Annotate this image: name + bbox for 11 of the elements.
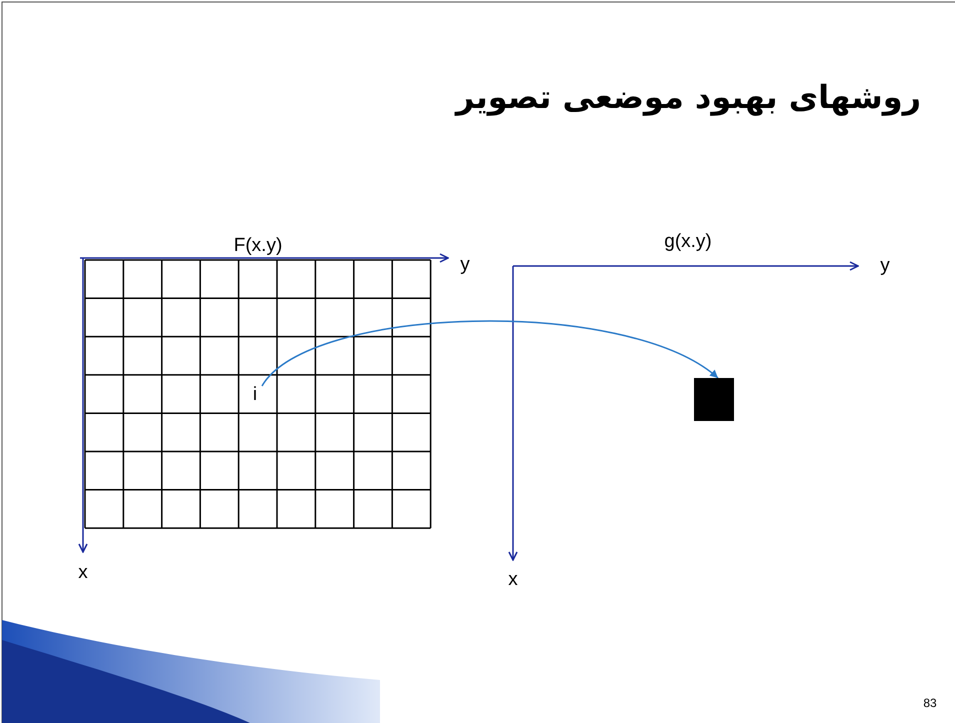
point-label: i <box>248 385 262 404</box>
axis-label: x <box>508 570 518 589</box>
arrow <box>261 320 718 386</box>
page-number: 83 <box>923 697 937 709</box>
axis-label: y <box>880 256 890 275</box>
slide-title: روشهای بهبود موضعی تصویر <box>456 78 921 116</box>
axis-label: g(x.y) <box>664 232 712 251</box>
axis-label: F(x.y) <box>234 236 282 255</box>
axis-label: y <box>460 255 470 274</box>
axis-label: x <box>78 563 88 582</box>
filled-square <box>694 378 734 421</box>
